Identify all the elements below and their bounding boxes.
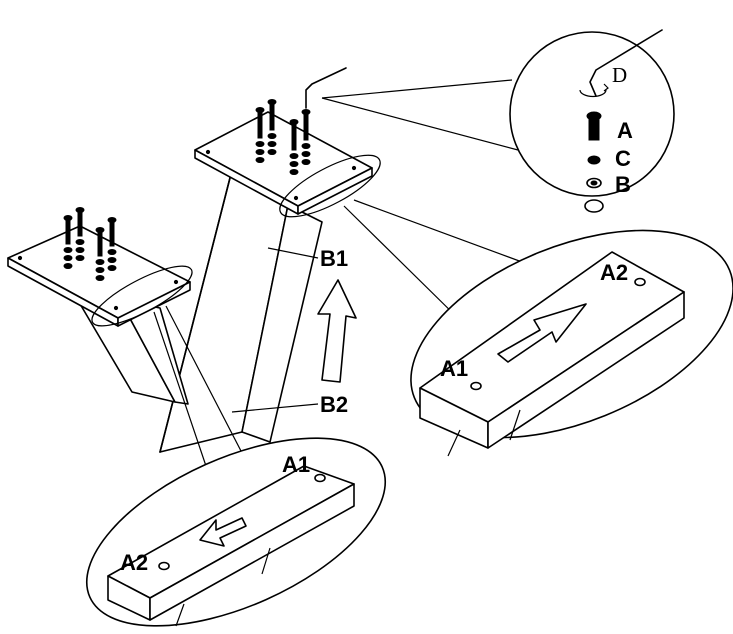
left-plate-callout-ellipse [91, 265, 193, 327]
bottom-foot-detail: A1 A2 [85, 437, 387, 627]
bolt-icon [255, 107, 265, 163]
top-bolt-stacks [255, 67, 347, 175]
bottom-foot-label-a1: A1 [282, 452, 310, 477]
right-foot-label-a2: A2 [600, 260, 628, 285]
left-bolt-stacks [63, 207, 117, 281]
allen-key-icon [589, 29, 663, 97]
arrow-icon [199, 517, 247, 547]
label-b: B [615, 172, 631, 197]
right-foot-label-a1: A1 [440, 356, 468, 381]
arrow-icon [497, 303, 587, 363]
label-c: C [615, 146, 631, 171]
label-b1: B1 [320, 246, 348, 271]
bottom-foot-hole-a2 [158, 561, 170, 571]
panel-labels: B1 B2 [231, 246, 357, 417]
allen-key-icon [305, 67, 347, 109]
bolt-icon [586, 111, 602, 141]
right-foot-hole-a1 [470, 381, 482, 391]
washer-icon [587, 155, 601, 165]
label-d: D [612, 63, 627, 87]
bolt-icon [267, 99, 277, 155]
bolt-icon [75, 207, 85, 261]
right-foot-hole-a2 [634, 277, 646, 287]
hardware-magnifier: D A C B [321, 29, 675, 213]
label-b2: B2 [320, 392, 348, 417]
bolt-icon [95, 227, 105, 281]
bottom-foot-hole-a1 [314, 473, 326, 483]
bolt-icon [289, 119, 299, 175]
top-plate-callout-ellipse [279, 154, 381, 218]
right-foot-detail: A1 A2 [410, 229, 733, 457]
label-a: A [617, 118, 633, 143]
top-plate [194, 111, 381, 218]
hole-marker [584, 199, 604, 213]
bottom-foot-label-a2: A2 [120, 550, 148, 575]
bolt-icon [301, 109, 311, 165]
bolt-icon [107, 217, 117, 271]
bolt-icon [63, 215, 73, 269]
arrow-icon [317, 279, 357, 383]
